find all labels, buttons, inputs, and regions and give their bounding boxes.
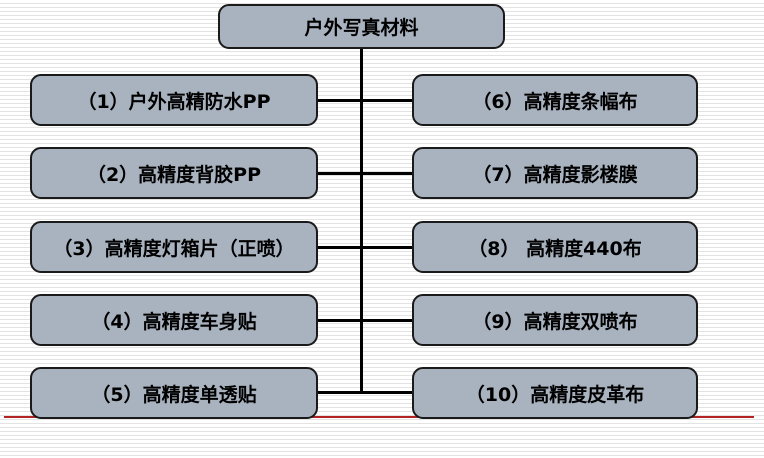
trunk-line (360, 49, 363, 394)
node-item-1-label: （1）户外高精防水PP (77, 90, 271, 113)
node-item-4-label: （4）高精度车身贴 (91, 310, 257, 333)
connector-line-row1 (316, 99, 414, 102)
connector-line-row2 (316, 172, 414, 175)
connector-line-row4 (316, 319, 414, 322)
node-item-2-label: （2）高精度背胶PP (86, 163, 262, 186)
connector-line-row3 (316, 246, 414, 249)
node-item-5-label: （5）高精度单透贴 (91, 383, 257, 406)
node-item-9-label: （9）高精度双喷布 (472, 310, 638, 333)
node-item-10-label: （10）高精度皮革布 (465, 383, 645, 406)
node-item-1: （1）户外高精防水PP (30, 74, 318, 126)
node-item-8-label: （8） 高精度440布 (468, 237, 642, 260)
root-node: 户外写真材料 (218, 4, 505, 49)
node-item-6: （6）高精度条幅布 (412, 74, 698, 126)
node-item-5: （5）高精度单透贴 (30, 367, 318, 419)
node-item-2: （2）高精度背胶PP (30, 147, 318, 199)
node-item-3: （3）高精度灯箱片（正喷） (30, 221, 318, 273)
node-item-6-label: （6）高精度条幅布 (472, 90, 638, 113)
node-item-8: （8） 高精度440布 (412, 221, 698, 273)
node-item-7-label: （7）高精度影楼膜 (472, 163, 638, 186)
red-baseline (4, 416, 754, 418)
node-item-4: （4）高精度车身贴 (30, 294, 318, 346)
node-item-7: （7）高精度影楼膜 (412, 147, 698, 199)
node-item-10: （10）高精度皮革布 (412, 367, 698, 419)
root-node-label: 户外写真材料 (304, 17, 419, 39)
connector-line-row5 (316, 391, 414, 394)
node-item-3-label: （3）高精度灯箱片（正喷） (53, 237, 295, 260)
node-item-9: （9）高精度双喷布 (412, 294, 698, 346)
